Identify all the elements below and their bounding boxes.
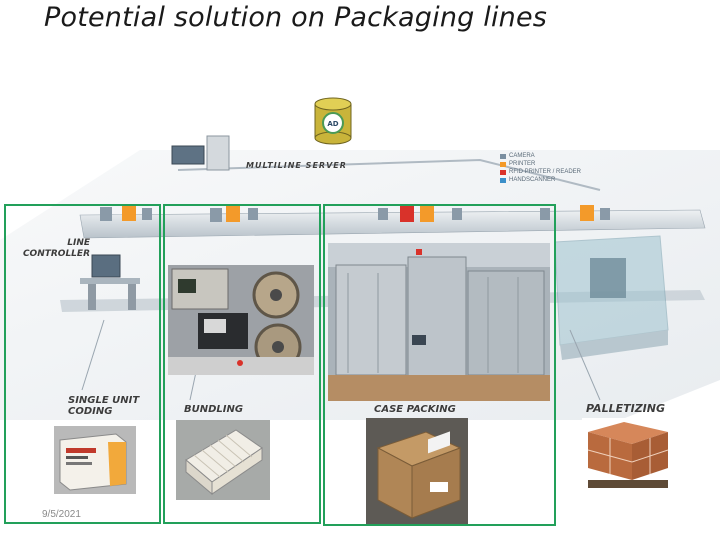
- slide-title: Potential solution on Packaging lines: [44, 2, 548, 33]
- line-controller-line1: LINE: [67, 238, 90, 248]
- single-unit-coding-highlight: [4, 204, 161, 524]
- pallet-image: [582, 418, 672, 496]
- bundling-label: BUNDLING: [184, 404, 244, 415]
- handscanner-swatch: [500, 177, 506, 183]
- database-label: AD: [327, 120, 338, 128]
- single-unit-coding-line2: CODING: [68, 406, 113, 417]
- camera-swatch: [500, 153, 506, 159]
- legend-label: CAMERA: [509, 153, 535, 159]
- server-monitor: [171, 145, 205, 165]
- bundling-machine-image: [168, 265, 314, 375]
- database-icon: AD: [314, 97, 352, 145]
- bundle-photo: [176, 420, 270, 500]
- legend-item-camera: CAMERA: [500, 152, 581, 160]
- single-unit-carton-image: [54, 426, 136, 494]
- server-connection: [177, 158, 601, 191]
- printer-swatch: [500, 161, 506, 167]
- legend-item-handscanner: HANDSCANNER: [500, 176, 581, 184]
- device-legend: CAMERA PRINTER RFID PRINTER / READER HAN…: [500, 152, 581, 184]
- legend-label: HANDSCANNER: [509, 177, 556, 183]
- case-packing-machine-photo: [328, 243, 550, 401]
- palletizing-label: PALLETIZING: [586, 402, 665, 415]
- single-unit-coding-label: SINGLE UNIT CODING: [68, 395, 139, 417]
- case-packing-label: CASE PACKING: [374, 404, 456, 415]
- bundling-machine-photo: [168, 265, 314, 375]
- palletizing-cell: [554, 235, 669, 360]
- single-unit-carton-photo: [54, 426, 136, 494]
- shipping-case-photo: [366, 418, 468, 524]
- legend-label: PRINTER: [509, 161, 536, 167]
- shipping-case-image: [366, 418, 468, 524]
- case-packing-machine-image: [328, 243, 550, 401]
- server-tower: [206, 135, 230, 171]
- line-controller-label: LINE CONTROLLER: [10, 238, 90, 260]
- single-unit-coding-line1: SINGLE UNIT: [68, 395, 140, 406]
- pallet-photo: [582, 418, 672, 496]
- rfid-swatch: [500, 169, 506, 175]
- line-controller-station: [80, 254, 140, 310]
- multiline-server-label: MULTILINE SERVER: [246, 161, 347, 170]
- rail-devices: [100, 205, 610, 222]
- line-controller-line2: CONTROLLER: [22, 249, 90, 259]
- legend-label: RFID PRINTER / READER: [509, 169, 582, 175]
- legend-item-rfid: RFID PRINTER / READER: [500, 168, 581, 176]
- bundling-highlight: [163, 204, 321, 524]
- footer-date: 9/5/2021: [42, 509, 81, 520]
- bundle-image: [176, 420, 270, 500]
- legend-item-printer: PRINTER: [500, 160, 581, 168]
- case-packing-highlight: [323, 204, 556, 526]
